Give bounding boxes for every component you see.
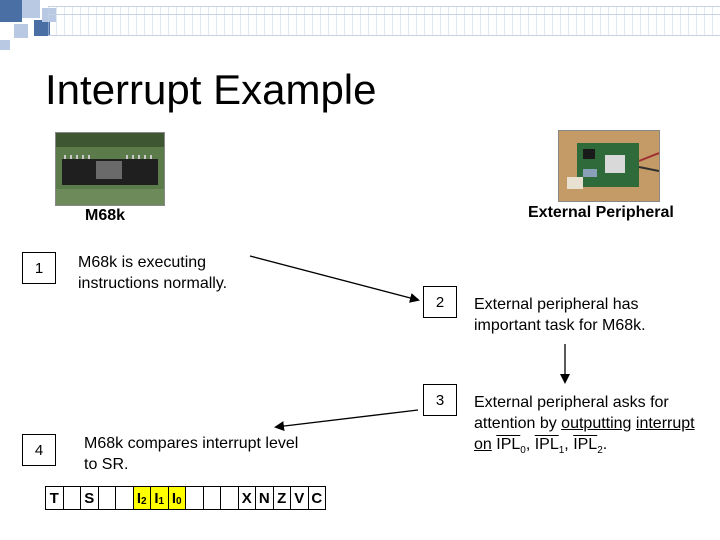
arrow-3-to-4 — [274, 409, 419, 432]
step-3-text-part1: External peripheral asks for attention b… — [474, 394, 669, 432]
sr-bit: N — [256, 486, 274, 510]
step-1-text: M68k is executing instructions normally. — [78, 254, 228, 292]
sr-bit: Z — [273, 486, 291, 510]
step-3-underlined-outputting: outputting — [561, 415, 632, 432]
chip-image — [56, 133, 164, 205]
sr-bit — [63, 486, 81, 510]
m68k-chip-photo — [55, 132, 165, 206]
header-grid — [48, 6, 720, 36]
sr-bit: V — [291, 486, 309, 510]
deco-square — [34, 20, 50, 36]
slide-title: Interrupt Example — [45, 66, 377, 113]
sr-bit: S — [81, 486, 99, 510]
deco-square — [22, 0, 40, 18]
sr-bit — [98, 486, 116, 510]
ipl0-sub: 0 — [520, 445, 526, 457]
step-3-number: 3 — [423, 384, 457, 416]
peripheral-label: External Peripheral — [528, 204, 674, 221]
board-image — [559, 131, 659, 201]
sr-bit — [186, 486, 204, 510]
sep-1: , — [525, 436, 535, 453]
sr-bit — [116, 486, 134, 510]
ipl2-signal: IPL — [573, 436, 598, 453]
ipl1-signal: IPL — [534, 436, 559, 453]
sr-bit — [203, 486, 221, 510]
deco-square — [14, 24, 28, 38]
step-2-number: 2 — [423, 286, 457, 318]
step-4-number: 4 — [22, 434, 56, 466]
step-3-text: External peripheral asks for attention b… — [474, 392, 704, 461]
ipl1-sub: 1 — [558, 445, 565, 457]
deco-square — [0, 0, 22, 22]
deco-square — [0, 40, 10, 50]
m68k-label: M68k — [85, 207, 126, 224]
step-3-underlined-interrupt: interrupt on — [474, 415, 695, 453]
ipl0-signal: IPL — [496, 436, 521, 453]
step-3-end: . — [602, 436, 608, 453]
sr-bit: C — [308, 486, 326, 510]
step-4-text: M68k compares interrupt level to SR. — [84, 435, 299, 473]
sr-bit — [221, 486, 239, 510]
step-1-number: 1 — [22, 252, 56, 284]
peripheral-board-photo — [558, 130, 660, 202]
ipl2-sub: 2 — [597, 445, 603, 457]
step-2-text: External peripheral has important task f… — [474, 296, 646, 334]
sep-2: , — [564, 436, 574, 453]
sr-bit: X — [238, 486, 256, 510]
arrow-1-to-2 — [249, 255, 420, 303]
sr-bit: T — [46, 486, 64, 510]
